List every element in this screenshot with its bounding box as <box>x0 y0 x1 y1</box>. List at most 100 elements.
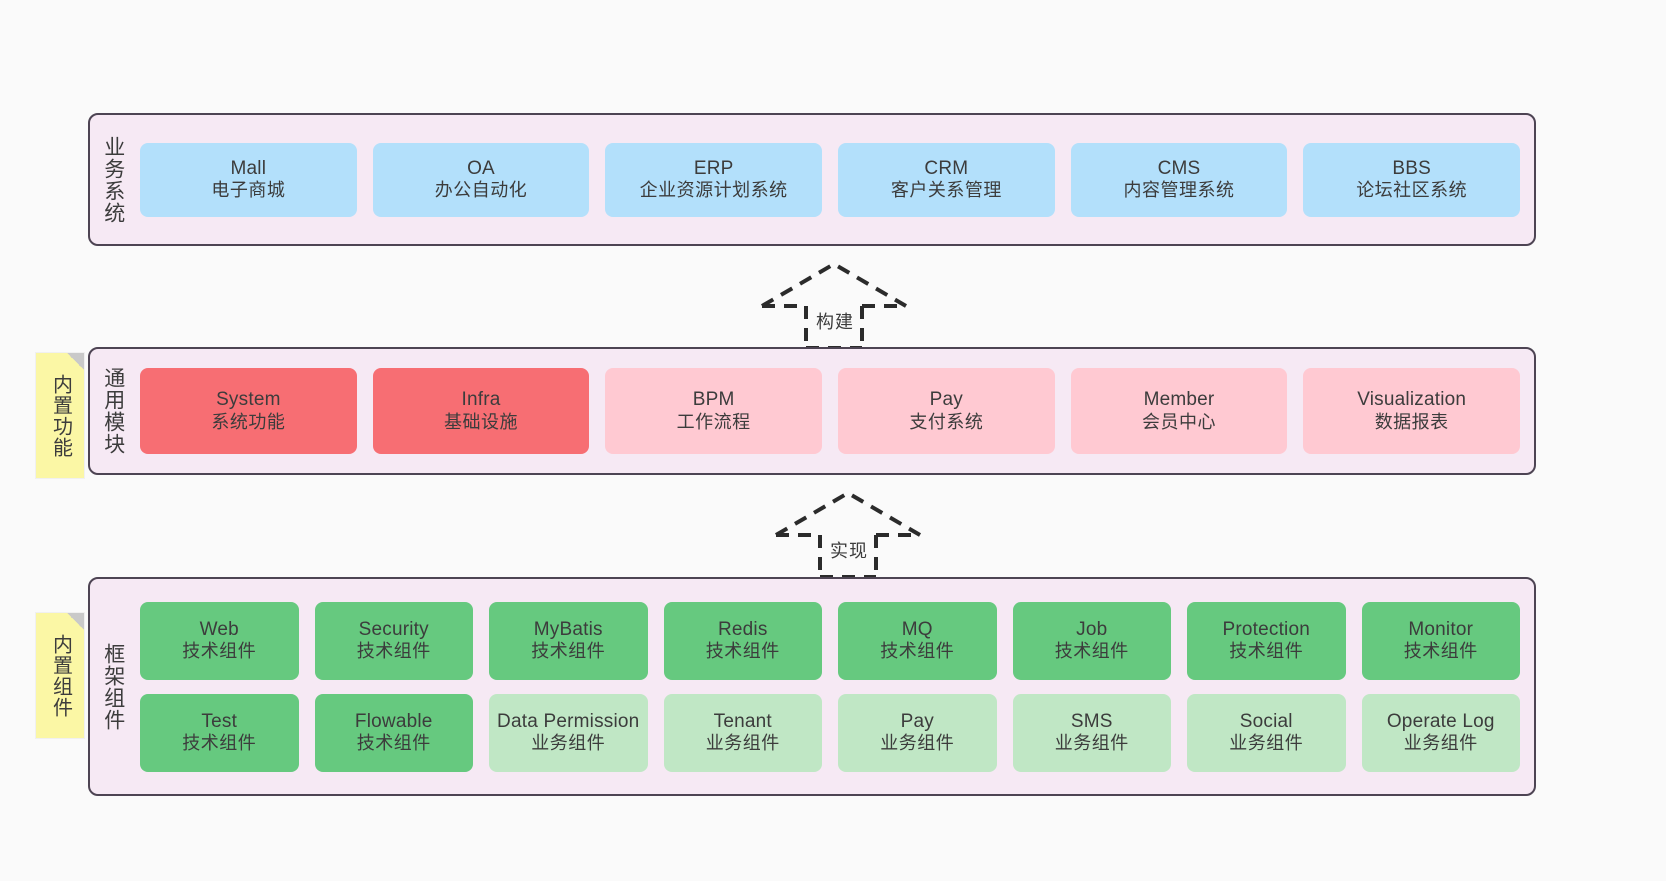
card-title: Infra <box>461 389 501 411</box>
card-visualization[interactable]: Visualization 数据报表 <box>1303 368 1521 454</box>
card-subtitle: 基础设施 <box>444 411 518 432</box>
card-subtitle: 技术组件 <box>1229 641 1304 662</box>
card-subtitle: 技术组件 <box>356 733 431 754</box>
card-oa[interactable]: OA 办公自动化 <box>372 142 590 217</box>
card-subtitle: 支付系统 <box>909 411 984 432</box>
connector-build: 构建 <box>754 258 914 350</box>
card-subtitle: 技术组件 <box>356 641 431 662</box>
card-title: Social <box>1239 710 1293 732</box>
card-title: BBS <box>1392 157 1431 179</box>
card-title: Web <box>199 618 239 640</box>
layer-business-system-cards: Mall 电子商城 OA 办公自动化 ERP 企业资源计划系统 CRM 客户关系… <box>136 115 1534 244</box>
card-title: Mall <box>230 157 267 179</box>
card-title: Operate Log <box>1386 710 1495 732</box>
card-subtitle: 数据报表 <box>1374 411 1449 432</box>
card-title: Monitor <box>1408 618 1474 640</box>
sticky-note-builtin-components: 内置组件 <box>36 613 84 738</box>
card-data-permission[interactable]: Data Permission 业务组件 <box>489 693 648 772</box>
card-test[interactable]: Test 技术组件 <box>140 693 299 772</box>
card-title: BPM <box>692 389 735 411</box>
card-flowable[interactable]: Flowable 技术组件 <box>314 693 473 772</box>
card-subtitle: 技术组件 <box>1054 641 1129 662</box>
card-crm[interactable]: CRM 客户关系管理 <box>838 142 1055 217</box>
card-title: CRM <box>924 157 969 179</box>
card-cms[interactable]: CMS 内容管理系统 <box>1070 142 1288 217</box>
card-mybatis[interactable]: MyBatis 技术组件 <box>489 601 648 680</box>
card-sms[interactable]: SMS 业务组件 <box>1012 693 1171 772</box>
card-social[interactable]: Social 业务组件 <box>1187 693 1346 772</box>
card-title: Member <box>1143 389 1215 411</box>
card-member[interactable]: Member 会员中心 <box>1070 368 1288 454</box>
card-subtitle: 企业资源计划系统 <box>639 180 788 201</box>
card-subtitle: 电子商城 <box>211 180 286 201</box>
connector-build-label: 构建 <box>816 312 854 332</box>
framework-row-business: Test 技术组件 Flowable 技术组件 Data Permission … <box>140 693 1520 772</box>
sticky-note-label: 内置组件 <box>49 633 72 718</box>
card-title: Tenant <box>713 710 772 732</box>
card-title: Pay <box>900 710 934 732</box>
card-subtitle: 技术组件 <box>880 641 955 662</box>
layer-common-module-cards: System 系统功能 Infra 基础设施 BPM 工作流程 Pay 支付系统… <box>136 349 1534 473</box>
card-title: Visualization <box>1357 389 1467 411</box>
layer-framework-component: 框架组件 Web 技术组件 Security 技术组件 MyBatis 技术组件… <box>88 577 1536 796</box>
card-web[interactable]: Web 技术组件 <box>140 601 299 680</box>
card-subtitle: 业务组件 <box>1229 733 1304 754</box>
card-subtitle: 系统功能 <box>211 411 286 432</box>
card-title: Security <box>358 618 429 640</box>
card-subtitle: 论坛社区系统 <box>1356 180 1468 201</box>
card-tenant[interactable]: Tenant 业务组件 <box>663 693 822 772</box>
card-title: Pay <box>929 389 964 411</box>
card-subtitle: 业务组件 <box>1054 733 1129 754</box>
card-bbs[interactable]: BBS 论坛社区系统 <box>1303 142 1521 217</box>
card-title: System <box>216 389 281 411</box>
layer-framework-component-cards: Web 技术组件 Security 技术组件 MyBatis 技术组件 Redi… <box>136 579 1534 794</box>
card-mall[interactable]: Mall 电子商城 <box>140 142 357 217</box>
card-title: CMS <box>1157 157 1201 179</box>
layer-business-system: 业务系统 Mall 电子商城 OA 办公自动化 ERP 企业资源计划系统 CRM… <box>88 113 1536 246</box>
card-title: ERP <box>693 157 734 179</box>
card-subtitle: 办公自动化 <box>434 180 528 201</box>
framework-row-technical: Web 技术组件 Security 技术组件 MyBatis 技术组件 Redi… <box>140 601 1520 680</box>
card-title: Data Permission <box>497 710 640 732</box>
card-subtitle: 业务组件 <box>705 733 780 754</box>
layer-business-system-label: 业务系统 <box>101 135 125 224</box>
card-title: OA <box>467 157 495 179</box>
card-erp[interactable]: ERP 企业资源计划系统 <box>605 142 823 217</box>
card-subtitle: 技术组件 <box>1403 641 1478 662</box>
card-subtitle: 工作流程 <box>676 411 751 432</box>
sticky-note-builtin-features: 内置功能 <box>36 353 84 478</box>
card-subtitle: 业务组件 <box>880 733 955 754</box>
connector-implement: 实现 <box>768 487 928 579</box>
card-operate-log[interactable]: Operate Log 业务组件 <box>1361 693 1520 772</box>
card-monitor[interactable]: Monitor 技术组件 <box>1361 601 1520 680</box>
card-title: MQ <box>901 618 933 640</box>
sticky-fold-corner-icon <box>67 613 84 630</box>
layer-framework-component-label: 框架组件 <box>101 642 125 731</box>
dashed-generalization-arrow-icon <box>774 490 922 579</box>
sticky-note-label: 内置功能 <box>49 373 72 458</box>
card-title: Test <box>201 710 238 732</box>
card-redis[interactable]: Redis 技术组件 <box>663 601 822 680</box>
card-subtitle: 业务组件 <box>531 733 606 754</box>
card-job[interactable]: Job 技术组件 <box>1012 601 1171 680</box>
card-title: Protection <box>1222 618 1311 640</box>
card-bpm[interactable]: BPM 工作流程 <box>605 368 823 454</box>
card-pay-module[interactable]: Pay 支付系统 <box>838 368 1055 454</box>
card-security[interactable]: Security 技术组件 <box>314 601 473 680</box>
dashed-generalization-arrow-icon <box>760 261 908 350</box>
card-system[interactable]: System 系统功能 <box>140 368 357 454</box>
card-pay-component[interactable]: Pay 业务组件 <box>838 693 997 772</box>
card-mq[interactable]: MQ 技术组件 <box>838 601 997 680</box>
card-subtitle: 客户关系管理 <box>890 180 1002 201</box>
card-title: MyBatis <box>533 618 603 640</box>
connector-implement-label: 实现 <box>830 541 868 561</box>
card-infra[interactable]: Infra 基础设施 <box>372 368 590 454</box>
card-title: Job <box>1076 618 1108 640</box>
card-subtitle: 技术组件 <box>531 641 606 662</box>
card-subtitle: 技术组件 <box>705 641 780 662</box>
layer-common-module-label: 通用模块 <box>101 367 125 455</box>
layer-common-module: 通用模块 System 系统功能 Infra 基础设施 BPM 工作流程 Pay… <box>88 347 1536 475</box>
card-subtitle: 内容管理系统 <box>1123 180 1235 201</box>
card-protection[interactable]: Protection 技术组件 <box>1187 601 1346 680</box>
